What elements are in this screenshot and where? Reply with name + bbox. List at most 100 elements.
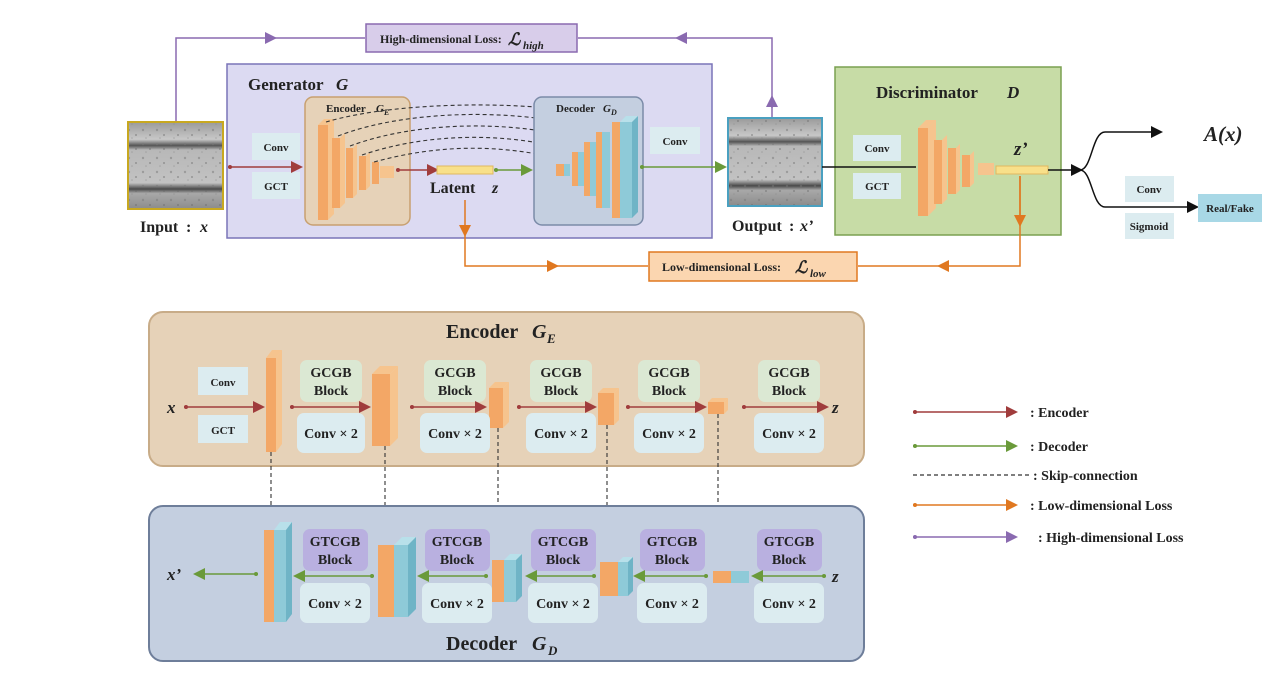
encoder-stage-3: GCGB Block Conv × 2 xyxy=(517,360,597,453)
svg-text:GCGB: GCGB xyxy=(310,366,351,381)
gen-conv-label: Conv xyxy=(263,142,289,154)
encoder-layer-4 xyxy=(598,388,619,425)
encoder-stage-5: GCGB Block Conv × 2 xyxy=(742,360,829,453)
low-loss-box xyxy=(648,251,858,282)
svg-text:Conv × 2: Conv × 2 xyxy=(304,427,358,442)
enc-gct-label: GCT xyxy=(211,425,236,437)
discriminator-var: D xyxy=(1006,83,1019,102)
output-label: Output xyxy=(732,218,782,235)
high-loss-symbol: ℒ xyxy=(508,30,521,49)
input-label: Input xyxy=(140,219,179,236)
svg-text:Block: Block xyxy=(546,553,580,568)
decoder-layer-3 xyxy=(492,554,522,602)
svg-text:Block: Block xyxy=(314,384,348,399)
svg-text:Block: Block xyxy=(438,384,472,399)
svg-text:Block: Block xyxy=(652,384,686,399)
svg-text:Conv × 2: Conv × 2 xyxy=(430,597,484,612)
decoder-layer-4 xyxy=(600,557,633,596)
enc-gct-box xyxy=(198,415,248,443)
svg-text:Conv × 2: Conv × 2 xyxy=(308,597,362,612)
discriminator-title: Discriminator xyxy=(876,83,978,102)
encoder-layer-2 xyxy=(372,366,398,446)
disc-gct-box xyxy=(853,173,901,199)
decoder-stage-4: GTCGB Block Conv × 2 xyxy=(633,529,708,623)
ax-branch xyxy=(1079,126,1163,171)
encoder-small-label: Encoder xyxy=(326,103,366,115)
gen-conv-box xyxy=(252,133,300,160)
sig-conv-box xyxy=(1125,176,1174,202)
legend-low-loss: : Low-dimensional Loss xyxy=(913,499,1173,514)
decoder-output-var: x’ xyxy=(166,565,182,584)
gen-out-conv-box xyxy=(650,127,700,154)
low-loss-symbol: ℒ xyxy=(795,258,808,277)
enc-conv-label: Conv xyxy=(210,377,236,389)
input-var: x xyxy=(199,219,208,236)
low-loss-path-left xyxy=(464,234,648,267)
svg-text:Block: Block xyxy=(318,553,352,568)
low-loss-text: Low-dimensional Loss: xyxy=(662,260,781,274)
svg-text:G: G xyxy=(603,103,611,115)
decoder-layer-2 xyxy=(378,537,416,617)
svg-text:: Decoder: : Decoder xyxy=(1030,440,1088,455)
legend-high-loss: : High-dimensional Loss xyxy=(913,531,1184,546)
svg-text:: High-dimensional Loss: : High-dimensional Loss xyxy=(1038,531,1184,546)
encoder-input-var: x xyxy=(166,398,176,417)
real-fake-box xyxy=(1198,194,1262,222)
encoder-layer-1 xyxy=(266,350,282,452)
svg-text:E: E xyxy=(546,331,556,346)
gen-out-conv-label: Conv xyxy=(662,136,688,148)
z-prime-label: z’ xyxy=(1013,139,1028,160)
svg-text:D: D xyxy=(610,108,617,117)
sigmoid-label: Sigmoid xyxy=(1130,221,1169,233)
svg-text:GTCGB: GTCGB xyxy=(647,535,698,550)
svg-text:GCGB: GCGB xyxy=(540,366,581,381)
latent-label: Latent xyxy=(430,180,476,197)
svg-text:G: G xyxy=(532,321,547,343)
svg-text:: Skip-connection: : Skip-connection xyxy=(1033,469,1138,484)
encoder-stage-2: GCGB Block Conv × 2 xyxy=(410,360,490,453)
decoder-input-var: z xyxy=(831,567,839,586)
svg-text:Block: Block xyxy=(440,553,474,568)
gen-gct-label: GCT xyxy=(264,181,289,193)
sigmoid-box xyxy=(1125,213,1174,239)
svg-text:GTCGB: GTCGB xyxy=(310,535,361,550)
disc-conv-label: Conv xyxy=(864,143,890,155)
sig-conv-label: Conv xyxy=(1136,184,1162,196)
output-var: x’ xyxy=(799,218,813,235)
legend-encoder: : Encoder xyxy=(913,406,1089,421)
svg-text:GTCGB: GTCGB xyxy=(764,535,815,550)
svg-text:Conv × 2: Conv × 2 xyxy=(428,427,482,442)
decoder-small-layers xyxy=(556,116,638,218)
high-loss-path-right xyxy=(578,37,773,122)
encoder-panel-title: Encoder xyxy=(446,321,518,343)
svg-text:GCGB: GCGB xyxy=(434,366,475,381)
high-loss-path-left xyxy=(175,37,365,122)
svg-text:G: G xyxy=(376,103,384,115)
svg-text:Conv × 2: Conv × 2 xyxy=(762,597,816,612)
decoder-stage-2: GTCGB Block Conv × 2 xyxy=(417,529,492,623)
decoder-layer-1 xyxy=(264,522,292,622)
encoder-stage-1: GCGB Block Conv × 2 xyxy=(290,360,371,453)
realfake-branch xyxy=(1079,169,1199,213)
svg-text:: Low-dimensional Loss: : Low-dimensional Loss xyxy=(1030,499,1173,514)
svg-text:Block: Block xyxy=(772,384,806,399)
legend-decoder: : Decoder xyxy=(913,440,1088,455)
decoder-layer-5 xyxy=(713,571,749,583)
decoder-small-label: Decoder xyxy=(556,103,595,115)
svg-text:Conv × 2: Conv × 2 xyxy=(645,597,699,612)
high-loss-subscript: high xyxy=(523,40,544,52)
decoder-stage-1: GTCGB Block Conv × 2 xyxy=(293,529,374,623)
high-loss-box xyxy=(365,23,578,53)
real-fake-label: Real/Fake xyxy=(1206,203,1254,215)
decoder-panel-title: Decoder xyxy=(446,633,517,655)
svg-text:Conv × 2: Conv × 2 xyxy=(536,597,590,612)
svg-text:Block: Block xyxy=(772,553,806,568)
decoder-stage-5: GTCGB Block Conv × 2 xyxy=(751,529,826,623)
legend-skip-connection: : Skip-connection xyxy=(913,469,1138,484)
high-loss-text: High-dimensional Loss: xyxy=(380,32,502,46)
encoder-stage-4: GCGB Block Conv × 2 xyxy=(626,360,707,453)
encoder-layer-3 xyxy=(489,382,509,428)
svg-text:GTCGB: GTCGB xyxy=(432,535,483,550)
gen-gct-box xyxy=(252,172,300,199)
